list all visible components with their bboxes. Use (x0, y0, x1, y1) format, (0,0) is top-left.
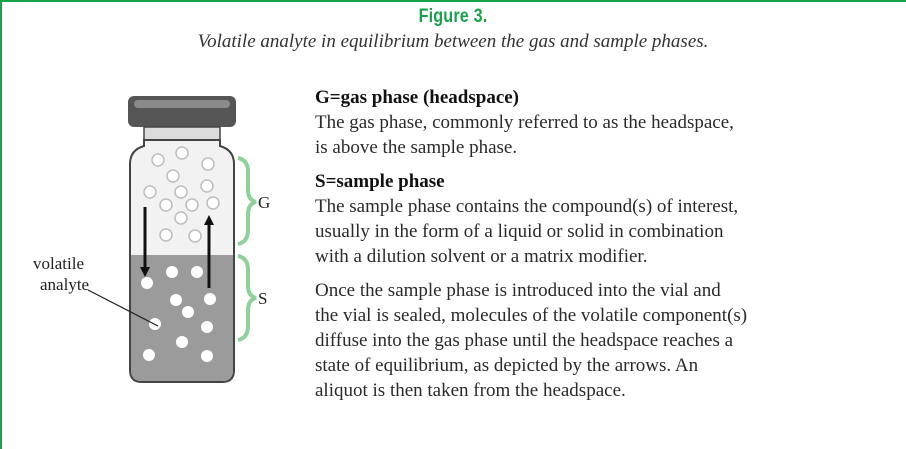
analyte-leader-line (87, 289, 159, 327)
gas-molecules (143, 146, 220, 243)
gas-phase-body-line1: The gas phase, commonly referred to as t… (315, 112, 734, 133)
equilibrium-line5: aliquot is then taken from the headspace… (315, 380, 626, 401)
sample-phase-bracket (237, 254, 257, 342)
figure-caption: Volatile analyte in equilibrium between … (197, 31, 709, 52)
headspace-vial-diagram: G S volatile analyte (33, 96, 270, 383)
sample-phase-body-line1: The sample phase contains the compound(s… (315, 196, 739, 217)
equilibrium-line1: Once the sample phase is introduced into… (315, 280, 721, 301)
analyte-label-line2: analyte (40, 275, 89, 294)
gas-phase-bracket (237, 156, 257, 246)
gas-phase-heading: G=gas phase (headspace) (315, 87, 520, 108)
sample-phase-heading: S=sample phase (315, 171, 445, 192)
sample-phase-body-line2: usually in the form of a liquid or solid… (315, 221, 724, 242)
sample-phase-label: S (258, 289, 267, 308)
explanation-text: G=gas phase (headspace) The gas phase, c… (315, 85, 905, 403)
gas-phase-label: G (258, 193, 270, 212)
equilibrium-line3: diffuse into the gas phase until the hea… (315, 330, 734, 351)
analyte-label-line1: volatile (33, 254, 84, 273)
sample-molecules (141, 266, 216, 362)
equilibrium-line2: the vial is sealed, molecules of the vol… (315, 305, 748, 326)
figure-title: Figure 3. (418, 6, 488, 27)
vial-neck (143, 126, 221, 141)
sample-liquid (131, 255, 233, 381)
vial-cap-highlight (134, 100, 230, 108)
gas-phase-body-line2: is above the sample phase. (315, 137, 518, 158)
sample-phase-body-line3: with a dilution solvent or a matrix modi… (315, 246, 648, 267)
equilibrium-line4: state of equilibrium, as depicted by the… (315, 355, 699, 376)
